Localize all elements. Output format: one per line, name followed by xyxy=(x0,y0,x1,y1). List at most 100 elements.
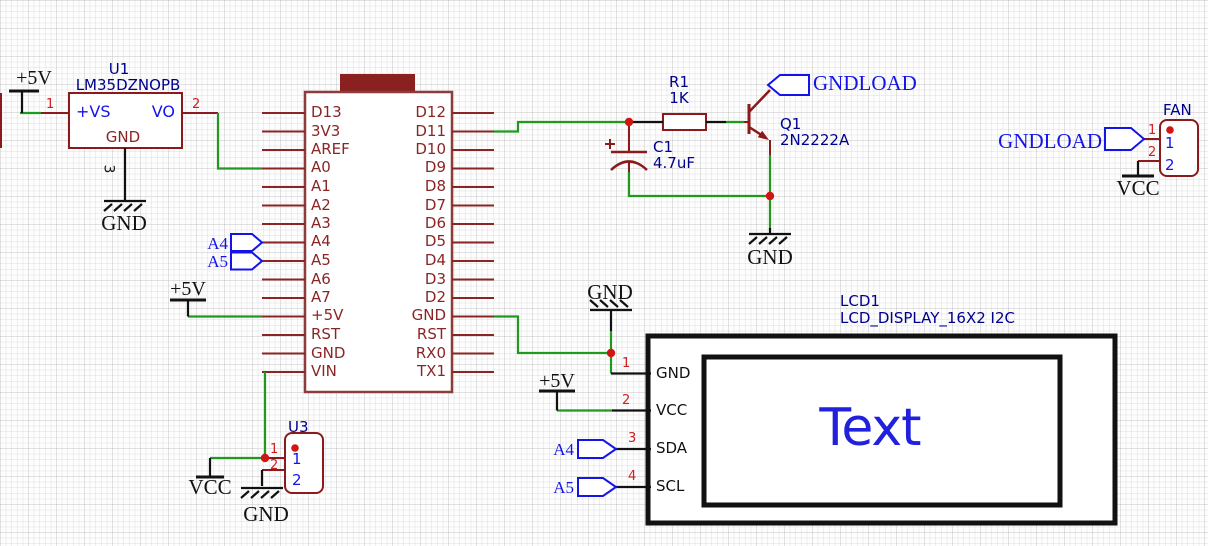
r1-value[interactable]: 1K xyxy=(669,89,689,107)
mcu-pin-a6: A6 xyxy=(311,270,331,288)
junction-dot xyxy=(606,348,616,358)
c1-value[interactable]: 4.7uF xyxy=(653,154,695,172)
r1-resistor-body[interactable] xyxy=(662,113,707,131)
fan-designator[interactable]: FAN xyxy=(1163,101,1192,119)
lcd-pin-name-sda: SDA xyxy=(656,439,688,457)
mcu-left-pin-stubs[interactable] xyxy=(262,112,305,373)
lcd-designator[interactable]: LCD1 xyxy=(840,292,880,310)
u3-inner-pin-1: 1 xyxy=(292,450,302,468)
net-label-a4-mcu[interactable]: A4 xyxy=(207,234,228,253)
net-label-a5-lcd[interactable]: A5 xyxy=(553,478,574,497)
fan-pin1-marker xyxy=(1166,126,1174,134)
mcu-pin-d9: D9 xyxy=(424,158,446,176)
mcu-pin-a5: A5 xyxy=(311,251,331,269)
gnd-symbol-q1[interactable] xyxy=(748,232,791,245)
net-flag-gndload-q1[interactable] xyxy=(766,74,810,96)
mcu-pin-d3: D3 xyxy=(424,270,446,288)
mcu-pin-a1: A1 xyxy=(311,177,331,195)
mcu-pin-gnd-right: GND xyxy=(411,306,446,324)
u1-part-number[interactable]: LM35DZNOPB xyxy=(75,76,181,94)
mcu-pin-3v3: 3V3 xyxy=(311,122,341,140)
mcu-pin-rst-right: RST xyxy=(416,325,446,343)
net-flag-a4-mcu[interactable] xyxy=(230,233,264,252)
lcd-pin-name-scl: SCL xyxy=(656,477,685,495)
u3-designator[interactable]: U3 xyxy=(288,418,309,436)
u1-pin-name-vo: VO xyxy=(151,102,175,121)
net-flag-a5-mcu[interactable] xyxy=(230,251,264,271)
lcd-pin-name-vcc: VCC xyxy=(656,401,688,419)
junction-dot xyxy=(624,117,634,127)
component-pin-leads[interactable] xyxy=(41,112,1160,471)
junction-dot xyxy=(765,191,775,201)
lcd-pin-number-3: 3 xyxy=(628,431,637,446)
net-label-a5-mcu[interactable]: A5 xyxy=(207,252,228,271)
gnd-symbol-u1[interactable] xyxy=(103,199,146,212)
black-wire-segments[interactable] xyxy=(20,91,1140,489)
mcu-pin-tx1: TX1 xyxy=(417,362,446,380)
u1-pin-name-gnd: GND xyxy=(105,128,141,146)
net-flag-a5-lcd[interactable] xyxy=(577,477,618,497)
gnd-label-u1[interactable]: GND xyxy=(101,211,147,235)
lcd-screen[interactable] xyxy=(701,354,1063,508)
vcc-label-u3[interactable]: VCC xyxy=(188,475,232,499)
vcc-label-fan[interactable]: VCC xyxy=(1116,176,1160,200)
fan-connector-body[interactable] xyxy=(1159,119,1199,177)
mcu-usb-block[interactable] xyxy=(340,74,415,93)
lcd-pin-number-2: 2 xyxy=(622,393,631,408)
junction-dot xyxy=(260,453,270,463)
gnd-label-q1[interactable]: GND xyxy=(747,245,793,269)
power-flag-5v-lcd[interactable]: +5V xyxy=(539,370,575,392)
gnd-label-lcd[interactable]: GND xyxy=(587,280,633,304)
c1-designator[interactable]: C1 xyxy=(653,138,674,156)
mcu-pin-d11: D11 xyxy=(415,122,446,140)
mcu-pin-d6: D6 xyxy=(424,214,446,232)
u1-pin-number-3: 3 xyxy=(100,164,117,174)
power-flag-5v-u1[interactable]: +5V xyxy=(16,67,52,89)
u3-pin1-marker xyxy=(291,444,299,452)
mcu-pin-d13: D13 xyxy=(311,103,342,121)
mcu-pin-d8: D8 xyxy=(424,177,446,195)
u3-inner-pin-2: 2 xyxy=(292,471,302,489)
mcu-body[interactable] xyxy=(303,90,454,394)
mcu-pin-d10: D10 xyxy=(415,140,446,158)
mcu-pin-d7: D7 xyxy=(424,196,446,214)
u1-designator[interactable]: U1 xyxy=(108,60,130,78)
c1-capacitor-symbol[interactable] xyxy=(605,122,648,172)
net-flag-a4-lcd[interactable] xyxy=(577,439,618,459)
mcu-pin-a7: A7 xyxy=(311,288,331,306)
net-label-gndload-fan[interactable]: GNDLOAD xyxy=(998,129,1102,153)
net-label-gndload-q1[interactable]: GNDLOAD xyxy=(813,71,917,95)
mcu-pin-a2: A2 xyxy=(311,196,331,214)
mcu-pin-d4: D4 xyxy=(424,251,446,269)
q1-value[interactable]: 2N2222A xyxy=(780,131,850,149)
u1-pin-name-vs: +VS xyxy=(76,102,111,121)
net-label-a4-lcd[interactable]: A4 xyxy=(553,440,574,459)
mcu-pin-a3: A3 xyxy=(311,214,331,232)
gnd-label-u3[interactable]: GND xyxy=(243,502,289,526)
r1-designator[interactable]: R1 xyxy=(669,73,689,91)
lcd-part-number[interactable]: LCD_DISPLAY_16X2 I2C xyxy=(840,309,1015,327)
power-flag-bars[interactable] xyxy=(9,89,1154,479)
mcu-pin-rst-left: RST xyxy=(311,325,341,343)
mcu-pin-a4: A4 xyxy=(311,232,331,250)
c1-plus-sign xyxy=(605,139,615,149)
power-flag-5v-mcu[interactable]: +5V xyxy=(170,278,206,300)
q1-collector xyxy=(748,89,771,113)
mcu-pin-a0: A0 xyxy=(311,158,331,176)
mcu-right-pin-stubs[interactable] xyxy=(452,112,494,373)
fan-pin-number-1: 1 xyxy=(1148,123,1157,138)
fan-inner-pin-2: 2 xyxy=(1165,156,1175,174)
lcd-pin-number-1: 1 xyxy=(622,356,631,371)
q1-designator[interactable]: Q1 xyxy=(780,115,802,133)
u1-pin-number-1: 1 xyxy=(46,97,55,112)
net-flag-gndload-fan[interactable] xyxy=(1104,127,1146,151)
q1-transistor-symbol[interactable] xyxy=(747,89,771,140)
gnd-symbol-lcd[interactable] xyxy=(589,299,632,312)
u3-connector-body[interactable] xyxy=(284,432,324,494)
mcu-pin-gnd-left: GND xyxy=(311,344,346,362)
u3-pin-number-2: 2 xyxy=(270,458,279,473)
mcu-pin-vin: VIN xyxy=(311,362,337,380)
gnd-symbol-u3[interactable] xyxy=(240,486,283,499)
